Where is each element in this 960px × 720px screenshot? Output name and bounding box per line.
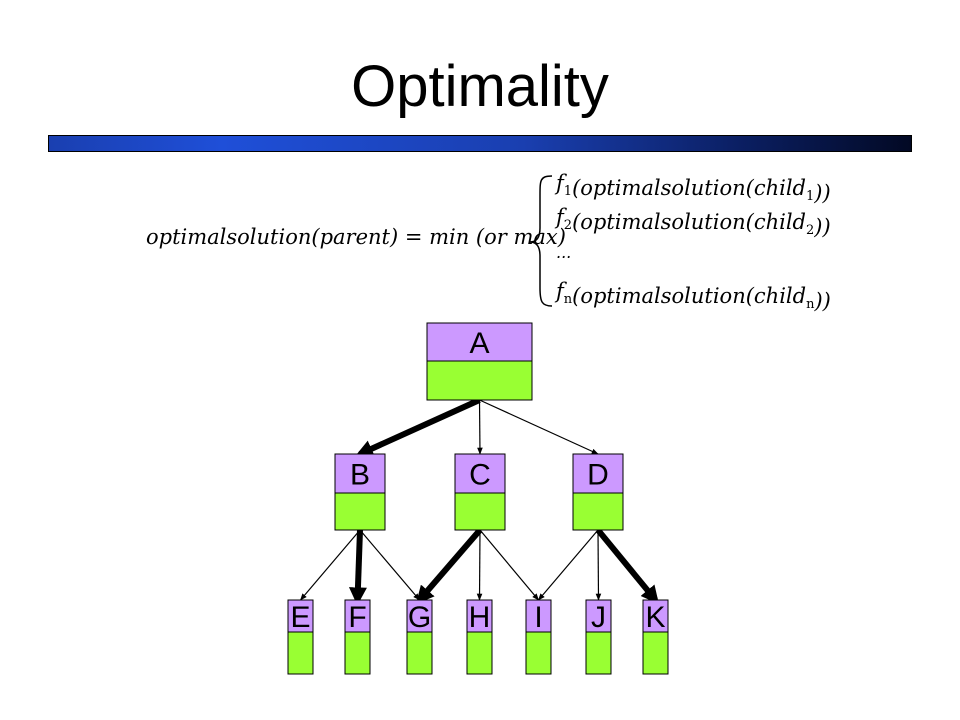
node-e-label: E bbox=[290, 601, 310, 634]
node-f-value-cell bbox=[344, 631, 371, 675]
node-c: C bbox=[454, 453, 506, 531]
node-h-label: H bbox=[469, 601, 491, 634]
formula-cases: f1(optimalsolution(child1))f2(optimalsol… bbox=[554, 171, 831, 313]
node-h-value-cell bbox=[466, 631, 493, 675]
tree-nodes: A B C D E F G H I J K bbox=[287, 322, 669, 675]
node-j-value-cell bbox=[585, 631, 612, 675]
node-b-value-cell bbox=[334, 492, 386, 531]
slide-title: Optimality bbox=[351, 54, 609, 119]
node-c-label: C bbox=[469, 459, 491, 492]
node-f: F bbox=[344, 599, 371, 675]
edge-a-d bbox=[479, 399, 599, 455]
title-underline-bar bbox=[48, 135, 912, 152]
optimal-edge-b-f bbox=[348, 529, 367, 606]
formula-case-4: fn(optimalsolution(childn)) bbox=[554, 279, 831, 313]
node-e: E bbox=[287, 599, 314, 675]
edge-b-e bbox=[300, 529, 361, 601]
node-h: H bbox=[466, 599, 493, 675]
recurrence-formula: optimalsolution(parent) = min (or max) f… bbox=[146, 171, 831, 313]
tree-edges bbox=[300, 397, 659, 606]
node-i-value-cell bbox=[525, 631, 552, 675]
node-d-label: D bbox=[587, 459, 609, 492]
edge-c-h bbox=[476, 529, 483, 601]
node-k-value-cell bbox=[642, 631, 669, 675]
node-b: B bbox=[334, 453, 386, 531]
node-e-value-cell bbox=[287, 631, 314, 675]
node-c-value-cell bbox=[454, 492, 506, 531]
node-a-label: A bbox=[469, 327, 489, 360]
node-d: D bbox=[572, 453, 624, 531]
node-j-label: J bbox=[591, 601, 606, 634]
optimal-edge-a-b bbox=[355, 397, 481, 458]
node-g-value-cell bbox=[406, 631, 433, 675]
node-e-label-cell bbox=[287, 599, 314, 633]
node-b-label-cell bbox=[334, 453, 386, 494]
node-a: A bbox=[426, 322, 533, 401]
node-g-label: G bbox=[408, 601, 431, 634]
node-d-value-cell bbox=[572, 492, 624, 531]
node-g-label-cell bbox=[406, 599, 433, 633]
formula-case-ellipsis: ... bbox=[556, 243, 571, 262]
node-b-label: B bbox=[350, 459, 370, 492]
edge-c-i bbox=[479, 529, 539, 601]
edge-a-c bbox=[477, 399, 483, 455]
optimal-edge-c-g bbox=[415, 528, 483, 605]
node-j-label-cell bbox=[585, 599, 612, 633]
node-k: K bbox=[642, 599, 669, 675]
optimal-edge-d-k bbox=[595, 528, 659, 605]
node-a-value-cell bbox=[426, 360, 533, 401]
node-g: G bbox=[406, 599, 433, 675]
node-i: I bbox=[525, 599, 552, 675]
node-k-label: K bbox=[645, 601, 665, 634]
formula-brace bbox=[529, 175, 553, 307]
edge-d-i bbox=[538, 529, 599, 601]
edge-b-g bbox=[359, 529, 420, 601]
node-f-label: F bbox=[348, 601, 366, 634]
node-i-label-cell bbox=[525, 599, 552, 633]
node-a-label-cell bbox=[426, 322, 533, 362]
node-i-label: I bbox=[534, 601, 542, 634]
formula-lhs: optimalsolution(parent) = min (or max) bbox=[146, 225, 566, 249]
node-k-label-cell bbox=[642, 599, 669, 633]
formula-case-2: f2(optimalsolution(child2)) bbox=[554, 205, 831, 239]
node-c-label-cell bbox=[454, 453, 506, 494]
edge-d-j bbox=[595, 529, 602, 601]
node-j: J bbox=[585, 599, 612, 675]
node-d-label-cell bbox=[572, 453, 624, 494]
formula-case-1: f1(optimalsolution(child1)) bbox=[554, 171, 831, 205]
